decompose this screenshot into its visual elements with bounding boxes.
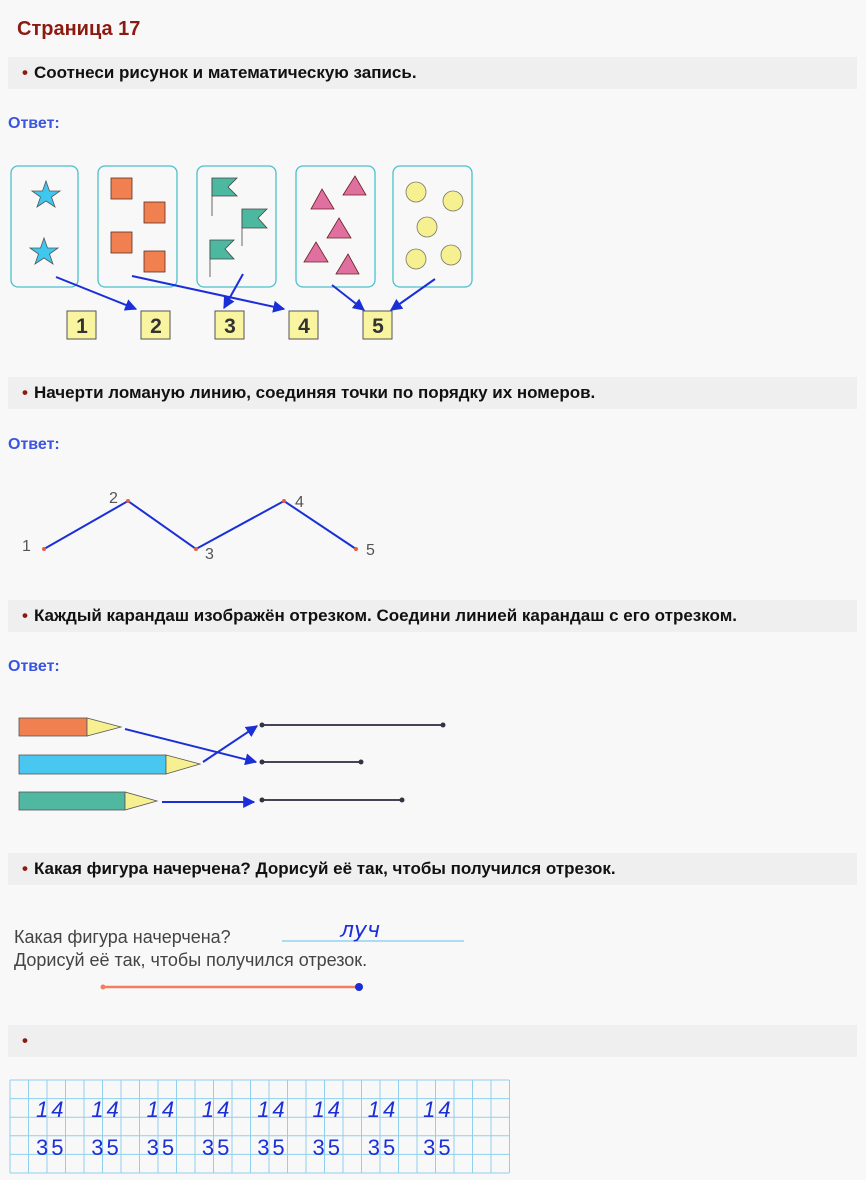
copybook-grid: 14 35 14 35 14 35 14 35 14 35 14 35 14 35 14 35	[9, 1079, 510, 1174]
point-5: 5	[366, 542, 375, 559]
point-3: 3	[205, 546, 214, 563]
flag-icons	[209, 177, 268, 277]
number-3: 3	[224, 315, 236, 338]
answer-text: луч	[339, 918, 380, 943]
task-2-header: •Начерти ломаную линию, соединяя точки п…	[8, 377, 857, 409]
pencils-figure	[18, 717, 446, 811]
polyline-figure: 1 2 3 4 5	[22, 490, 375, 563]
copy-number: 35	[257, 1135, 287, 1160]
answer-label: Ответ:	[8, 658, 60, 675]
match-arrows	[124, 725, 258, 808]
copy-number: 14	[257, 1097, 287, 1122]
task-5-header: •	[8, 1025, 857, 1057]
task-4-header: •Какая фигура начерчена? Дорисуй её так,…	[8, 853, 857, 885]
copy-number: 14	[202, 1097, 232, 1122]
square-icons	[110, 177, 166, 273]
answer-label: Ответ:	[8, 436, 60, 453]
copy-number: 35	[91, 1135, 121, 1160]
task-text: Соотнеси рисунок и математическую запись…	[33, 63, 417, 82]
segments	[262, 724, 443, 801]
pencil-blue	[18, 754, 167, 775]
task-text: Каждый карандаш изображён отрезком. Соед…	[33, 606, 737, 625]
copy-number: 35	[423, 1135, 453, 1160]
copy-number: 14	[313, 1097, 343, 1122]
task-text: Начерти ломаную линию, соединяя точки по…	[33, 383, 596, 402]
copy-number: 35	[368, 1135, 398, 1160]
card-squares	[97, 165, 178, 288]
copy-number: 14	[147, 1097, 177, 1122]
card-circles	[392, 165, 473, 288]
number-2: 2	[150, 315, 162, 338]
point-4: 4	[295, 494, 304, 511]
copy-number: 14	[423, 1097, 453, 1122]
copy-number: 35	[147, 1135, 177, 1160]
task-1-header: •Соотнеси рисунок и математическую запис…	[8, 57, 857, 89]
copy-number: 14	[91, 1097, 121, 1122]
triangle-icons	[303, 175, 367, 275]
star-icons	[28, 179, 62, 265]
answer-label: Ответ:	[8, 115, 60, 132]
pencil-green	[18, 791, 126, 811]
ray-figure: Какая фигура начерчена? луч Дорисуй её т…	[14, 918, 464, 991]
copy-number: 35	[36, 1135, 66, 1160]
card-stars	[10, 165, 79, 288]
pencil-orange	[18, 717, 88, 737]
copy-number: 35	[313, 1135, 343, 1160]
task-1-figure: 1 2 3 4 5	[10, 165, 473, 340]
task-text: Какая фигура начерчена? Дорисуй её так, …	[33, 859, 616, 878]
copy-number: 14	[36, 1097, 66, 1122]
match-arrows	[55, 273, 436, 313]
point-2: 2	[109, 490, 118, 507]
task-3-header: •Каждый карандаш изображён отрезком. Сое…	[8, 600, 857, 632]
copy-number: 14	[368, 1097, 398, 1122]
instruction-text: Дорисуй её так, чтобы получился отрезок.	[14, 950, 367, 970]
number-1: 1	[76, 315, 88, 338]
number-boxes	[66, 310, 393, 340]
number-5: 5	[372, 315, 384, 338]
copy-number: 35	[202, 1135, 232, 1160]
question-text: Какая фигура начерчена?	[14, 927, 231, 947]
number-4: 4	[298, 315, 310, 338]
page-title: Страница 17	[17, 18, 141, 40]
circle-icons	[405, 181, 464, 270]
point-1: 1	[22, 538, 31, 555]
